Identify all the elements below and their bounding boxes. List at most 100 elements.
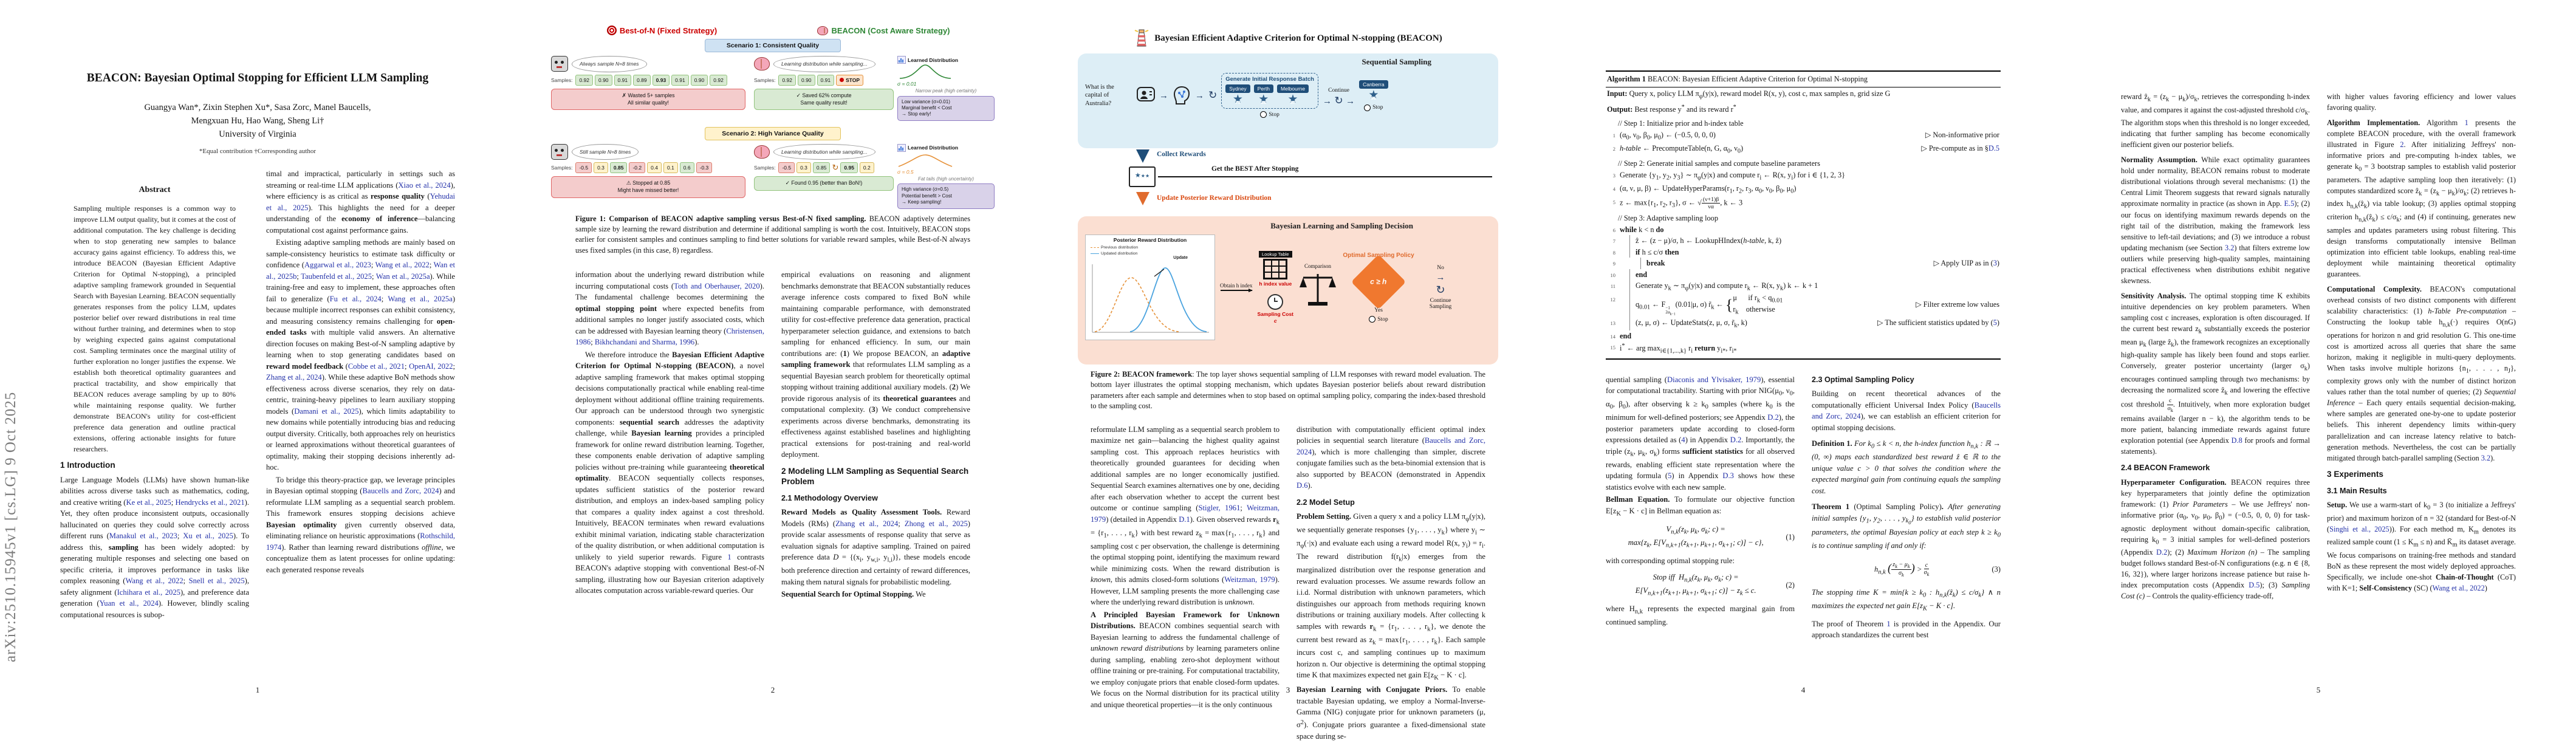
continue-label: Continue bbox=[1328, 87, 1349, 94]
paragraph: Algorithm Implementation. Algorithm 1 pr… bbox=[2327, 118, 2516, 278]
cycle-icon: ↻ bbox=[1436, 284, 1445, 296]
yes-label: Yes bbox=[1374, 307, 1383, 313]
paragraph: with higher values favoring efficiency a… bbox=[2327, 92, 2516, 112]
comparison-group: Comparison bbox=[1298, 263, 1337, 312]
stop-marker: Stop bbox=[1364, 104, 1383, 111]
reward-star-badge: ★28 bbox=[1258, 93, 1269, 106]
paragraph: timal and impractical, particularly in s… bbox=[266, 169, 456, 235]
sample-chip: 0.89 bbox=[633, 74, 651, 86]
sample-chip: 0.3 bbox=[796, 162, 811, 174]
arrow-icon bbox=[1220, 289, 1253, 292]
reward-star-badge: ★96 bbox=[1368, 88, 1379, 101]
paragraph: Problem Setting. Given a query x and a p… bbox=[1297, 512, 1486, 682]
page-number: 1 bbox=[255, 685, 260, 694]
section-2-3-heading: 2.3 Optimal Sampling Policy bbox=[1812, 375, 1914, 384]
query-text: What is the capital of Australia? bbox=[1085, 83, 1114, 107]
paragraph: Reward Models as Quality Assessment Tool… bbox=[781, 508, 971, 586]
continue-branch: No → ↻ Continue Sampling bbox=[1422, 265, 1459, 310]
robot-icon bbox=[551, 144, 568, 160]
intro-paragraph: Large Language Models (LLMs) have shown … bbox=[60, 475, 250, 619]
rationale-box: Low variance (σ=0.01) Marginal benefit <… bbox=[897, 95, 995, 121]
cycle-icon: ↻ bbox=[1208, 89, 1218, 101]
paragraph: with corresponding optimal stopping rule… bbox=[1606, 556, 1735, 566]
response-tag: Sydney bbox=[1225, 84, 1250, 93]
paragraph: Sequential Search for Optimal Stopping. … bbox=[781, 590, 926, 599]
sample-chip: 0.85 bbox=[812, 162, 831, 174]
page-2: Best-of-N (Fixed Strategy) BEACON (Cost … bbox=[515, 0, 1030, 729]
section-2-2-heading: 2.2 Model Setup bbox=[1297, 498, 1355, 507]
sample-chip: 0.3 bbox=[594, 162, 608, 174]
beacon-scenario-2: Learning distribution while sampling... … bbox=[754, 143, 995, 209]
bon-scenario-1: Always sample N=8 times Samples: 0.92 0.… bbox=[551, 56, 745, 121]
paragraph: A Principled Bayesian Framework for Unkn… bbox=[1091, 610, 1279, 709]
figure-1: Best-of-N (Fixed Strategy) BEACON (Cost … bbox=[551, 0, 995, 209]
samples-label: Samples: bbox=[754, 77, 776, 83]
bon-verdict-box: ⚠ Stopped at 0.85 Might have missed bett… bbox=[551, 176, 745, 199]
reward-box-icon: ★★★ bbox=[1129, 166, 1156, 187]
robot-icon bbox=[551, 56, 568, 72]
paragraph: Bellman Equation. To formulate our objec… bbox=[1606, 495, 1795, 518]
no-label: No bbox=[1437, 265, 1444, 271]
arrow-icon: → bbox=[1346, 96, 1355, 106]
paragraph: Setup. We use a warm-start of k0 = 3 (to… bbox=[2327, 501, 2516, 592]
sample-chip: 0.92 bbox=[778, 74, 796, 86]
beacon-speech-bubble: Learning distribution while sampling... bbox=[773, 56, 875, 72]
column-left: quential sampling (Diaconis and Ylvisake… bbox=[1606, 374, 1795, 642]
llm-head-icon bbox=[1173, 86, 1190, 104]
algorithm-output: Output: Best response y* and its reward … bbox=[1607, 104, 1736, 114]
column-right: with higher values favoring efficiency a… bbox=[2327, 91, 2516, 603]
sample-chip: 0.4 bbox=[647, 162, 662, 174]
verdict-line: ✓ Found 0.95 (better than BoN!) bbox=[785, 180, 863, 187]
paragraph: Computational Complexity. BEACON's compu… bbox=[2327, 284, 2516, 462]
paragraph: Bayesian Learning with Conjugate Priors.… bbox=[1297, 685, 1485, 741]
sample-chip-best: 0.85 bbox=[609, 162, 628, 174]
equation-2: Stop iff Hn,k(zk, μk, σk; c) =E[Vn,k+1(z… bbox=[1635, 572, 1795, 597]
column-right: distribution with computationally effici… bbox=[1297, 424, 1485, 743]
stop-badge: STOP bbox=[836, 74, 864, 86]
column-left: information about the underlying reward … bbox=[575, 269, 764, 601]
equation-tag: (1) bbox=[1786, 532, 1795, 541]
obtain-h-index: Obtain h index bbox=[1220, 282, 1253, 292]
initial-batch-box: Generate Initial Response Batch Sydney ★… bbox=[1221, 73, 1318, 109]
column-right: empirical evaluations on reasoning and a… bbox=[781, 269, 970, 601]
abstract-heading: Abstract bbox=[139, 185, 171, 195]
brain-icon bbox=[754, 145, 770, 159]
update-annotation: Update bbox=[1173, 256, 1188, 260]
bon-header-label: Best-of-N (Fixed Strategy) bbox=[619, 26, 718, 35]
legend-swatch-previous bbox=[1091, 247, 1099, 248]
learned-distribution-label: Learned Distribution bbox=[897, 56, 995, 64]
authors-line-2: Mengxuan Hu, Hao Wang, Sheng Li† bbox=[191, 116, 324, 126]
algorithm-title: Algorithm 1 BEACON: Bayesian Efficient A… bbox=[1606, 72, 2001, 88]
lookup-table-group: Lookup Table h index value Sampling Cost… bbox=[1258, 251, 1293, 324]
sample-chip: 0.1 bbox=[663, 162, 678, 174]
paragraph: To bridge this theory-practice gap, we l… bbox=[266, 475, 456, 574]
verdict-line: ⚠ Stopped at 0.85 bbox=[626, 180, 671, 187]
paragraph: distribution with computationally effici… bbox=[1297, 425, 1485, 490]
theorem-1: Theorem 1 (Optimal Sampling Policy). Aft… bbox=[1812, 502, 2001, 550]
paragraph: Normality Assumption. While exact optima… bbox=[2121, 156, 2311, 285]
lookup-table-icon bbox=[1263, 259, 1288, 280]
h-index-value-label: h index value bbox=[1259, 281, 1292, 287]
page-1: arXiv:2510.15945v1 [cs.LG] 9 Oct 2025 BE… bbox=[0, 0, 515, 729]
sequential-sampling-band: Sequential Sampling What is the capital … bbox=[1078, 53, 1498, 148]
equation-1: Vn,k(zk, μk, σk; c) =max{zk, E[Vn,k+1(zk… bbox=[1628, 524, 1795, 549]
paragraph: quential sampling (Diaconis and Ylvisake… bbox=[1606, 375, 1795, 491]
beacon-header-label: BEACON (Cost Aware Strategy) bbox=[831, 26, 950, 35]
arrow-icon: → bbox=[1159, 90, 1168, 101]
equation-tag: (3) bbox=[1992, 564, 2001, 574]
brain-icon bbox=[754, 57, 770, 71]
cycle-icon: ↻ bbox=[1334, 95, 1343, 106]
page-number: 3 bbox=[1286, 685, 1290, 694]
section-1-heading: 1 Introduction bbox=[60, 460, 115, 470]
comparison-label: Comparison bbox=[1304, 262, 1332, 269]
section-2-heading: 2 Modeling LLM Sampling as Sequential Se… bbox=[781, 466, 969, 486]
sample-chip: 0.92 bbox=[710, 74, 727, 86]
distribution-curve-narrow bbox=[899, 64, 951, 79]
page-3: Bayesian Efficient Adaptive Criterion fo… bbox=[1030, 0, 1546, 741]
